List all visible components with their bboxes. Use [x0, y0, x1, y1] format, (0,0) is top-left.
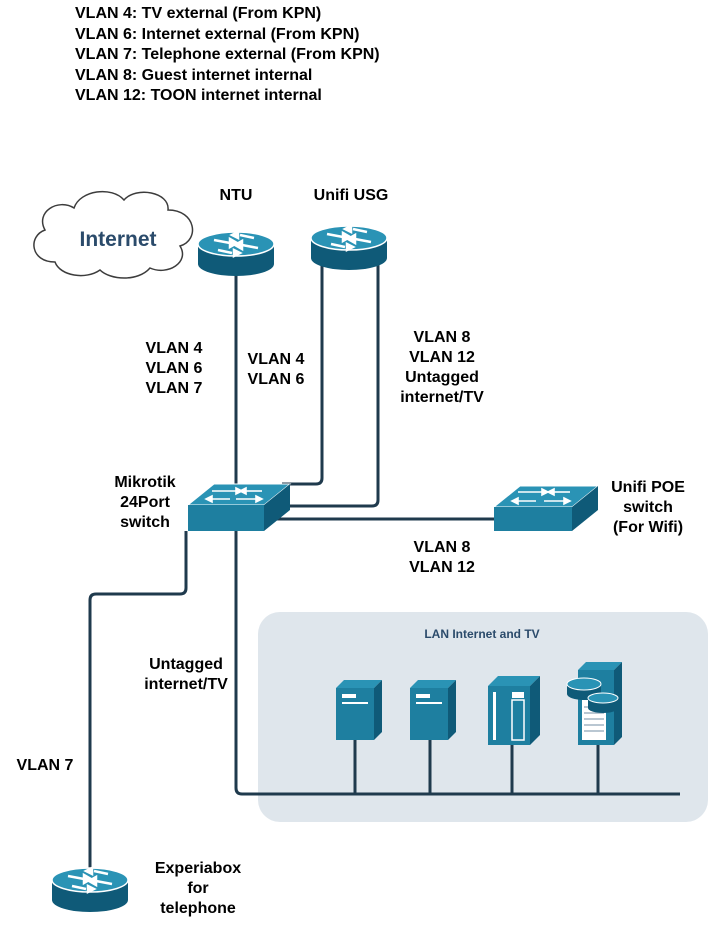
poe-switch-icon	[492, 485, 600, 531]
internet-cloud-label: Internet	[79, 228, 156, 251]
poe-label: Unifi POE switch (For Wifi)	[596, 478, 700, 538]
legend-item: VLAN 6: Internet external (From KPN)	[75, 25, 360, 43]
link-label-usg: VLAN 8 VLAN 12 Untagged internet/TV	[386, 328, 498, 408]
link-label-line: VLAN 12	[409, 349, 475, 366]
link-label-line: VLAN 8	[413, 539, 471, 556]
mikrotik-label-line: switch	[120, 514, 170, 531]
link-label-line: Untagged	[149, 656, 223, 673]
server-cabinet-icon	[488, 676, 540, 745]
link-label-line: VLAN 6	[247, 371, 305, 388]
lan-group-label: LAN Internet and TV	[424, 627, 539, 641]
connections	[88, 265, 680, 870]
experiabox-label-line: for	[187, 880, 209, 897]
legend-item: VLAN 4: TV external (From KPN)	[75, 5, 322, 22]
legend-item: VLAN 12: TOON internet internal	[75, 87, 322, 104]
link-label-line: VLAN 8	[413, 329, 471, 346]
mikrotik-label-line: 24Port	[120, 494, 170, 511]
link-mikrotik-lan	[234, 531, 290, 796]
mikrotik-switch-icon	[186, 483, 292, 531]
experiabox-label-line: Experiabox	[154, 860, 242, 877]
link-label-experiabox: VLAN 7	[16, 757, 74, 774]
ntu-label: NTU	[219, 187, 253, 204]
mikrotik-label: Mikrotik 24Port switch	[100, 473, 190, 533]
link-usg-mikrotik-b	[282, 265, 380, 508]
experiabox-label: Experiabox for telephone	[138, 859, 258, 919]
poe-label-line: Unifi POE	[611, 479, 685, 496]
usg-label: Unifi USG	[313, 187, 389, 204]
vlan-legend: VLAN 4: TV external (From KPN) VLAN 6: I…	[75, 4, 380, 107]
link-usg-mikrotik-a	[282, 265, 324, 486]
link-label-line: VLAN 7	[145, 380, 203, 397]
link-label-line: Untagged	[405, 369, 479, 386]
experiabox-router-icon	[51, 865, 129, 912]
poe-label-line: switch	[623, 499, 673, 516]
lan-group-box	[258, 612, 708, 822]
link-label-lan: Untagged internet/TV	[130, 655, 242, 695]
workstation-2-icon	[410, 680, 456, 740]
usg-router-icon	[310, 223, 388, 270]
link-label-ntu-right: VLAN 4 VLAN 6	[236, 350, 316, 390]
ntu-router-icon	[197, 229, 275, 276]
experiabox-label-line: telephone	[160, 900, 236, 917]
link-label-line: VLAN 12	[409, 559, 475, 576]
mikrotik-label-line: Mikrotik	[114, 474, 176, 491]
internet-cloud-icon	[33, 190, 194, 279]
link-label-line: VLAN 4	[145, 340, 203, 357]
workstation-1-icon	[336, 680, 382, 740]
link-label-line: VLAN 4	[247, 351, 305, 368]
link-label-line: internet/TV	[400, 389, 484, 406]
link-label-ntu-left: VLAN 4 VLAN 6 VLAN 7	[134, 339, 214, 399]
link-label-line: internet/TV	[144, 676, 228, 693]
database-server-icon	[566, 662, 622, 745]
link-label-line: VLAN 6	[145, 360, 203, 377]
legend-item: VLAN 8: Guest internet internal	[75, 66, 313, 84]
link-label-poe: VLAN 8 VLAN 12	[396, 538, 488, 578]
link-mikrotik-experiabox	[88, 531, 188, 870]
poe-label-line: (For Wifi)	[612, 519, 684, 536]
legend-item: VLAN 7: Telephone external (From KPN)	[75, 46, 380, 63]
